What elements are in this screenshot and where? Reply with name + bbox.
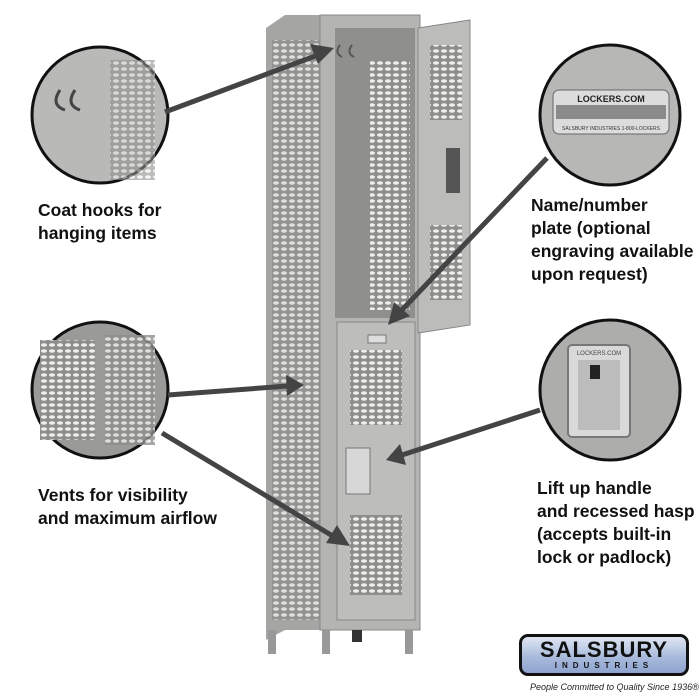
callout-label-name-plate: Name/number plate (optional engraving av… (531, 195, 694, 284)
callout-label-vents: Vents for visibility and maximum airflow (38, 485, 217, 528)
recessed-handle (345, 447, 371, 495)
plate-subtitle: SALSBURY INDUSTRIES 1-800-LOCKERS (562, 126, 661, 132)
upper-door-handle (446, 148, 460, 193)
leg (322, 630, 330, 654)
callout-label-handle: Lift up handle and recessed hasp (accept… (537, 478, 695, 567)
leg (405, 630, 413, 654)
callout-label-coat-hooks: Coat hooks for hanging items (38, 200, 162, 243)
brand-tagline: People Committed to Quality Since 1936® (530, 682, 699, 692)
upper-door-vent-top (430, 45, 462, 120)
coat-hooks (336, 44, 355, 58)
lower-door-vent-bottom (350, 515, 402, 595)
brand-sub: INDUSTRIES (554, 661, 654, 670)
callout-circle-hooks (30, 45, 170, 185)
back-vent (370, 60, 410, 310)
number-plate (367, 334, 387, 344)
leg (352, 630, 362, 642)
handle-plate-text: LOCKERS.COM (577, 351, 621, 357)
leg (268, 630, 276, 654)
locker (266, 14, 471, 654)
callout-circle-plate: LOCKERS.COM SALSBURY INDUSTRIES 1-800-LO… (538, 43, 682, 187)
side-vent (272, 40, 320, 620)
callout-circle-handle: LOCKERS.COM (538, 318, 682, 462)
salsbury-logo: SALSBURY INDUSTRIES (519, 634, 689, 676)
plate-title: LOCKERS.COM (577, 94, 645, 104)
callout-circle-vents (30, 320, 170, 460)
callout-arrows (160, 44, 549, 546)
lower-door-vent-top (350, 350, 402, 425)
brand-name: SALSBURY (539, 637, 669, 662)
